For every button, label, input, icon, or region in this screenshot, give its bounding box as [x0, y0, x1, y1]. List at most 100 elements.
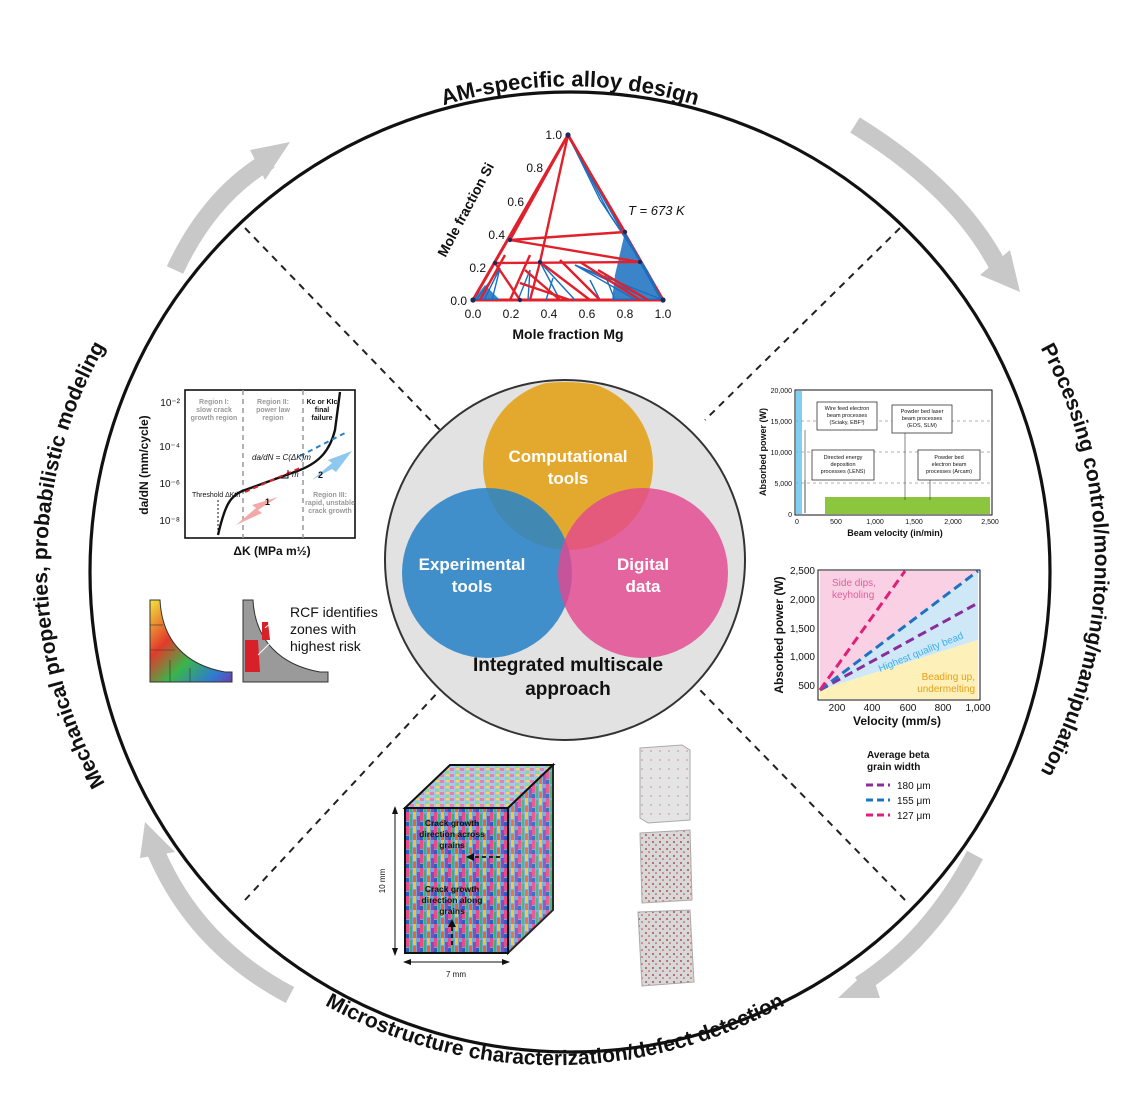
ct-scan-2	[639, 829, 693, 904]
section-title-bottom: Microstructure characterization/defect d…	[322, 989, 787, 1070]
grain-cube: Crack growth direction across grains Cra…	[378, 762, 556, 979]
ternary-y-label: Mole fraction Si	[434, 160, 497, 260]
velocity-series-155	[819, 569, 979, 692]
ternary-si-tick-0: 0.0	[450, 294, 467, 308]
cube-side-face	[507, 762, 554, 956]
ct-scan-1	[639, 744, 691, 824]
beam-y-label: Absorbed power (W)	[758, 408, 768, 496]
beam-y-tick-0: 20,000	[771, 388, 793, 395]
venn-digital	[558, 488, 728, 658]
cube-label1-line2: direction across	[419, 829, 485, 839]
fatigue-region3-line2: rapid, unstable	[305, 500, 355, 507]
beam-blue-band	[796, 391, 802, 514]
beam-box2-line2: beam processes	[902, 416, 943, 422]
venn-experimental-line2: tools	[452, 577, 493, 596]
fatigue-arrow1-label: 1	[265, 497, 270, 507]
fatigue-curve	[216, 391, 342, 536]
fatigue-arrow2-label: 2	[318, 470, 323, 480]
fem-grey-part	[242, 599, 329, 683]
fatigue-final-line1: Kc or KIc	[307, 399, 338, 406]
velocity-x-label: Velocity (mm/s)	[853, 714, 941, 728]
beam-x-tick-4: 2,000	[944, 519, 962, 526]
ternary-mg-tick-2: 0.4	[541, 307, 558, 321]
velocity-y-label: Absorbed power (W)	[772, 576, 786, 693]
velocity-legend-item-0: 180 μm	[897, 781, 931, 792]
venn-computational-line1: Computational	[509, 447, 628, 466]
velocity-y-tick-1: 2,000	[790, 595, 815, 606]
fatigue-region2-line3: region	[262, 415, 283, 422]
ternary-mg-tick-5: 1.0	[655, 307, 672, 321]
venn-digital-line2: data	[626, 577, 662, 596]
beam-box4-line2: electron beam	[932, 462, 967, 468]
fatigue-equation: da/dN = C(ΔK)m	[252, 453, 311, 462]
arrow-top-left	[166, 152, 275, 274]
ternary-si-tick-2: 0.4	[488, 228, 505, 242]
velocity-x-tick-2: 600	[900, 703, 917, 714]
velocity-legend-item-1: 155 μm	[897, 796, 931, 807]
cube-label1-line3: grains	[439, 840, 465, 850]
velocity-region-bottom-fill	[820, 640, 978, 699]
fatigue-region3-line3: crack growth	[308, 508, 352, 515]
fatigue-y-tick-3: 10⁻⁸	[159, 516, 180, 527]
section-title-right: Processing control/monitoring/manipulati…	[1036, 339, 1113, 780]
fatigue-chart: 10⁻² 10⁻⁴ 10⁻⁶ 10⁻⁸ da/dN (mm/cycle) ΔK …	[137, 389, 356, 558]
velocity-y-tick-2: 1,500	[790, 624, 815, 635]
fatigue-region3-line1: Region III:	[313, 492, 347, 499]
beam-box4-line1: Powder bed	[934, 455, 963, 461]
fem-risk-zone-1	[245, 640, 260, 672]
fatigue-y-tick-2: 10⁻⁶	[159, 479, 180, 490]
section-title-left: Mechanical properties, probabilistic mod…	[29, 338, 110, 793]
fatigue-x-label: ΔK (MPa m½)	[233, 544, 310, 558]
rcf-label-line3: highest risk	[290, 638, 362, 654]
arrow-top-right	[850, 117, 1009, 275]
fatigue-slope-label: m	[292, 470, 299, 479]
fatigue-region1-line1: Region I:	[199, 399, 229, 406]
ternary-mg-tick-3: 0.6	[579, 307, 596, 321]
beam-box-1: Wire feed electron beam processes (Sciak…	[816, 401, 878, 431]
cube-label2-line3: grains	[439, 906, 465, 916]
section-title-right-path: Processing control/monitoring/manipulati…	[1036, 339, 1113, 780]
velocity-legend-title-line2: grain width	[867, 762, 920, 773]
velocity-x-tick-1: 400	[864, 703, 881, 714]
ternary-si-tick-5: 1.0	[545, 128, 562, 142]
fatigue-region2-line2: power law	[256, 407, 290, 414]
beam-x-label: Beam velocity (in/min)	[847, 528, 943, 538]
cube-front-face	[404, 807, 509, 954]
fatigue-y-tick-0: 10⁻²	[160, 398, 180, 409]
fatigue-y-label: da/dN (mm/cycle)	[137, 415, 151, 514]
ternary-blue-region	[612, 232, 663, 300]
beam-x-tick-3: 1,500	[905, 519, 923, 526]
velocity-legend-title-line1: Average beta	[867, 750, 930, 761]
section-title-top-path: AM-specific alloy design	[438, 66, 702, 110]
rcf-label-line1: RCF identifies	[290, 604, 378, 620]
fatigue-plot-frame	[184, 389, 356, 539]
velocity-legend: Average beta grain width 180 μm 155 μm 1…	[866, 750, 931, 822]
venn-digital-line1: Digital	[617, 555, 669, 574]
cycle-arrows	[140, 117, 1020, 1003]
ternary-mg-tick-4: 0.8	[617, 307, 634, 321]
beam-x-tick-0: 0	[795, 519, 799, 526]
arrow-bottom-left	[146, 846, 295, 1003]
velocity-x-tick-4: 1,000	[965, 703, 990, 714]
venn-experimental-line1: Experimental	[419, 555, 526, 574]
velocity-series-127	[818, 570, 907, 691]
cube-label1-line1: Crack growth	[425, 818, 479, 828]
fatigue-threshold: Threshold ΔKth	[192, 492, 240, 499]
arrow-bottom-right	[855, 850, 983, 993]
velocity-chart: Side dips, keyholing Highest quality bea…	[772, 566, 991, 822]
venn-experimental	[402, 488, 572, 658]
fatigue-arrow-blue	[312, 451, 352, 480]
fatigue-region2-line1: Region II:	[257, 399, 289, 406]
fem-colored-part	[149, 599, 233, 683]
ternary-mg-tick-0: 0.0	[465, 307, 482, 321]
venn-computational-line2: tools	[548, 469, 589, 488]
beam-box1-line1: Wire feed electron	[825, 406, 870, 412]
velocity-y-tick-4: 500	[798, 681, 815, 692]
beam-x-tick-5: 2,500	[981, 519, 999, 526]
section-title-bottom-path: Microstructure characterization/defect d…	[322, 989, 787, 1070]
beam-box2-line1: Powder bed laser	[901, 409, 944, 415]
ternary-mg-tick-1: 0.2	[503, 307, 520, 321]
venn-caption-line1: Integrated multiscale	[473, 655, 663, 676]
beam-chart: 20,000 15,000 10,000 5,000 0 0 500 1,000…	[758, 388, 999, 538]
